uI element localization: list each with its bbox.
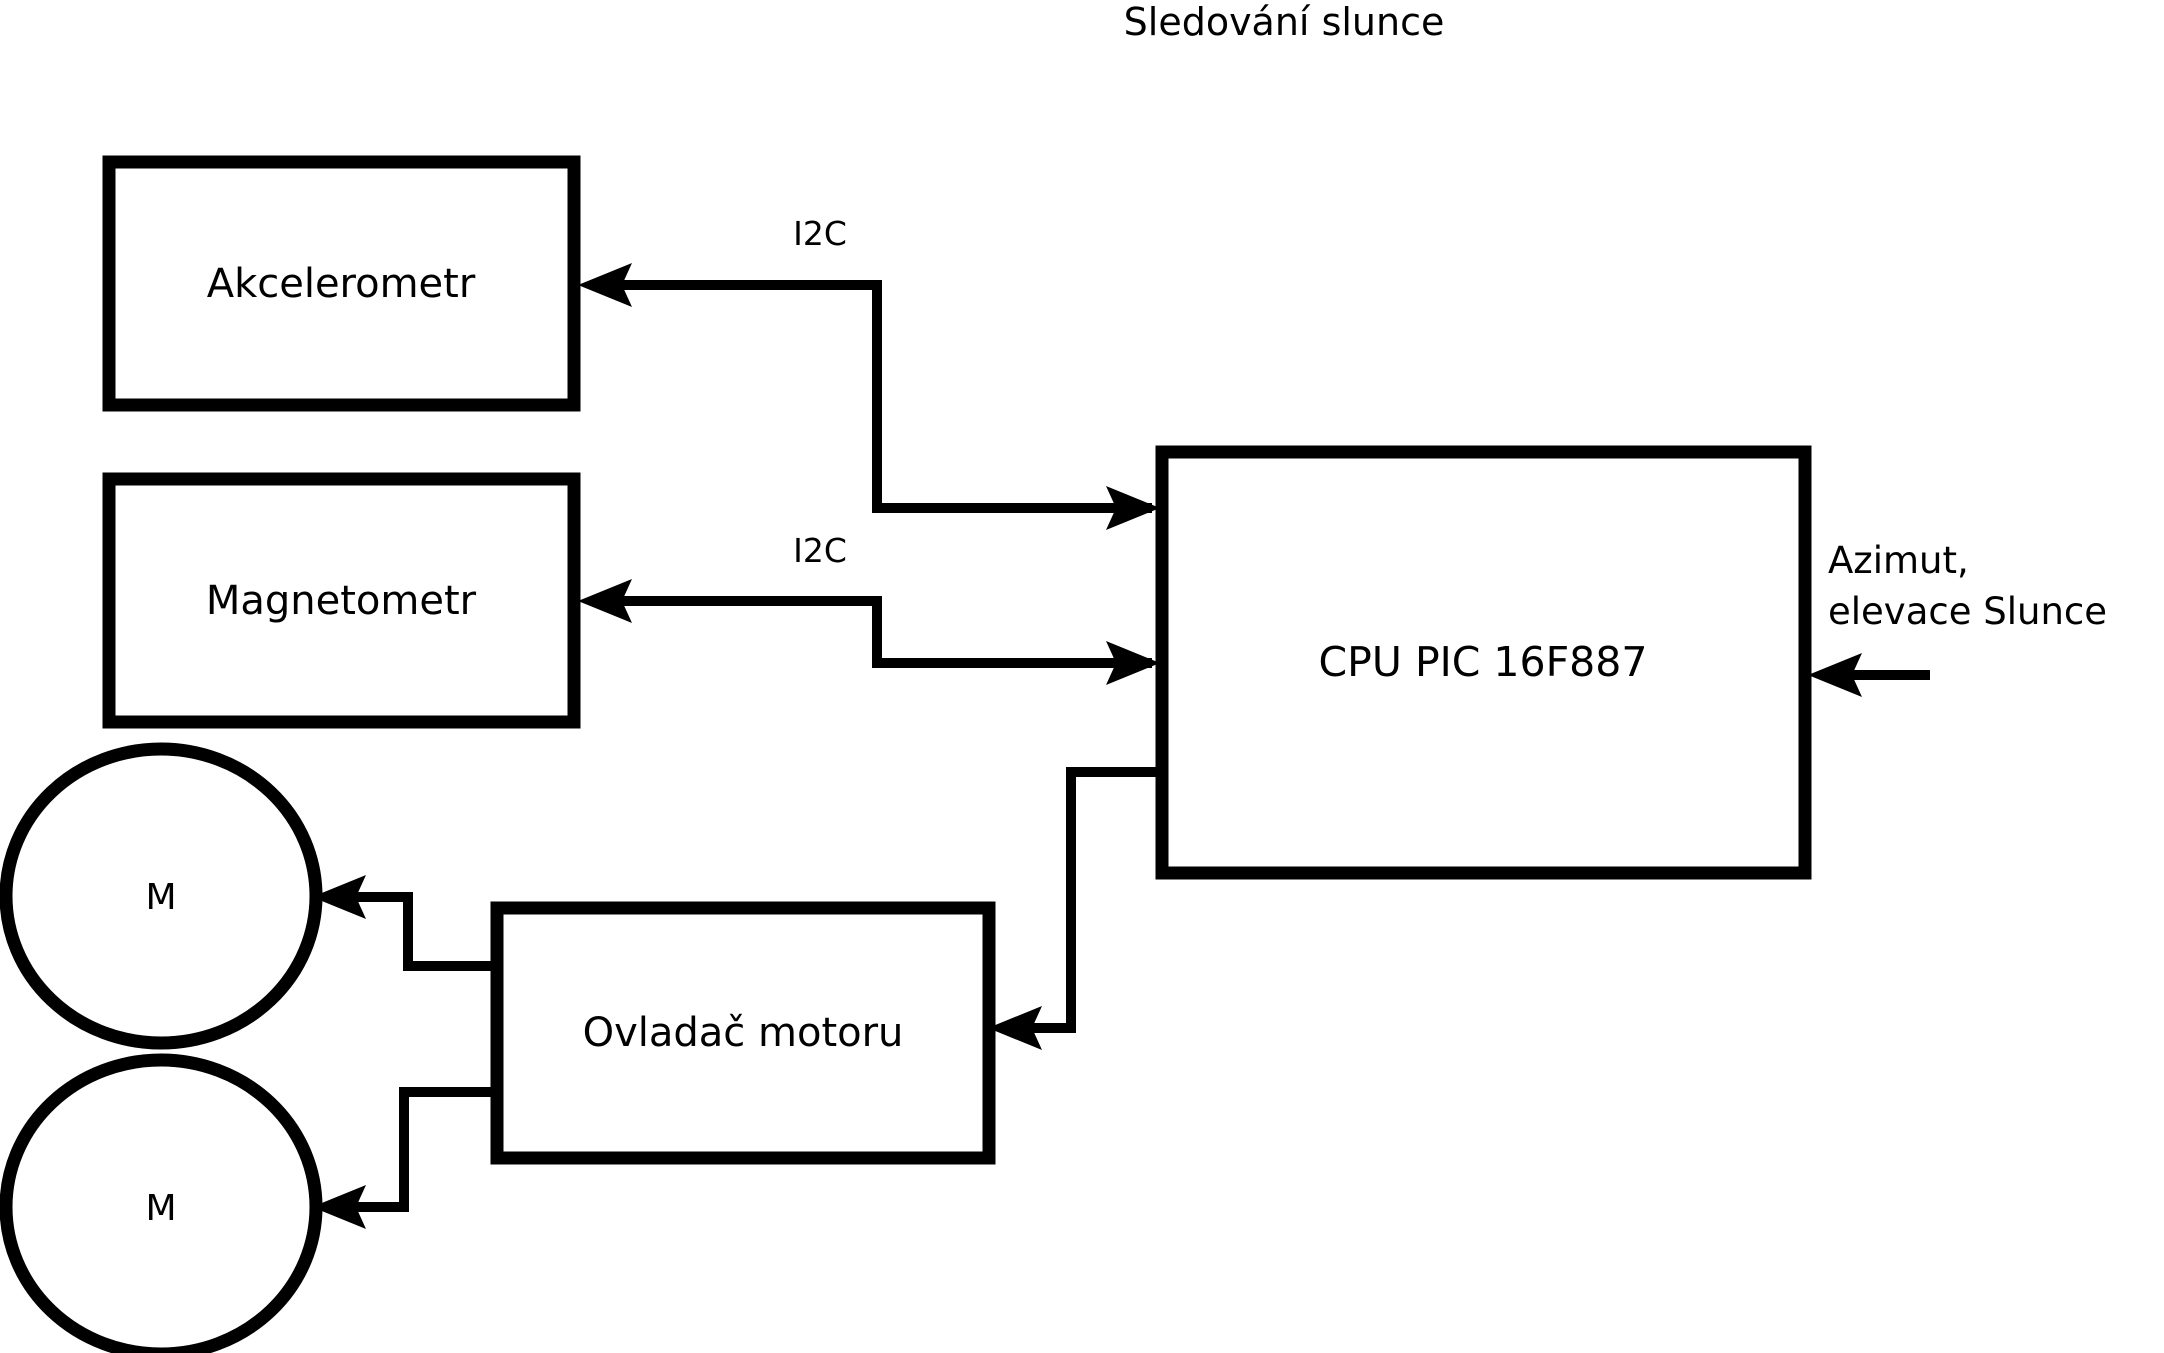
edge-cpu-to-ovladac-line [1000,767,1158,1033]
node-akcelerometr-box[interactable] [102,155,581,412]
node-motor-top[interactable]: M [0,742,323,1050]
node-motor-bottom[interactable]: M [0,1053,323,1353]
arrowhead-magnetometr-to-cpu [1106,641,1160,685]
node-ovladac-motoru-box[interactable] [490,901,996,1165]
edge-ovladac-to-motor-top [312,875,492,971]
node-motor-bottom-circle[interactable] [0,1053,323,1353]
node-motor-bottom-label: M [145,1188,176,1229]
node-magnetometr-label: Magnetometr [206,578,477,624]
edge-akcelerometr-to-cpu [1106,486,1160,530]
arrowhead-to-ovladac [988,1006,1042,1050]
node-magnetometr[interactable]: Magnetometr [102,472,581,729]
arrowhead-input-to-cpu [1808,653,1862,697]
external-input-label-line2: elevace Slunce [1828,590,2107,633]
edge-cpu-to-ovladac [988,767,1158,1050]
node-cpu[interactable]: CPU PIC 16F887 [1155,445,1812,880]
node-cpu-label: CPU PIC 16F887 [1319,638,1648,686]
external-input-label-line1: Azimut, [1828,539,1969,582]
node-motor-top-circle[interactable] [0,742,323,1050]
diagram-title: Sledování slunce [1124,0,1445,44]
edge-cpu-to-magnetometr [578,579,1152,668]
external-input-label: Azimut, elevace Slunce [1828,539,2107,633]
edge-magnetometr-to-cpu [1106,641,1160,685]
arrowhead-to-magnetometr [578,579,632,623]
node-akcelerometr[interactable]: Akcelerometr [102,155,581,412]
edge-ovladac-to-motor-top-line [330,892,492,971]
edge-input-to-cpu [1808,653,1930,697]
node-magnetometr-box[interactable] [102,472,581,729]
node-cpu-box[interactable] [1155,445,1812,880]
edge-label-i2c-top: I2C [793,214,847,253]
node-akcelerometr-label: Akcelerometr [207,261,476,307]
edge-cpu-to-magnetometr-line [608,596,1152,668]
node-ovladac-motoru[interactable]: Ovladač motoru [490,901,996,1165]
edge-label-i2c-bottom: I2C [793,531,847,570]
node-ovladac-motoru-label: Ovladač motoru [583,1010,904,1056]
edge-ovladac-to-motor-bottom-line [330,1087,492,1212]
arrowhead-to-motor-top [312,875,366,919]
edge-cpu-to-akcelerometr-line [608,280,1152,513]
arrowhead-to-akcelerometr [578,263,632,307]
node-motor-top-label: M [145,877,176,918]
arrowhead-to-motor-bottom [312,1185,366,1229]
edge-ovladac-to-motor-bottom [312,1087,492,1229]
edge-cpu-to-akcelerometr [578,263,1152,513]
arrowhead-akcelerometr-to-cpu [1106,486,1160,530]
